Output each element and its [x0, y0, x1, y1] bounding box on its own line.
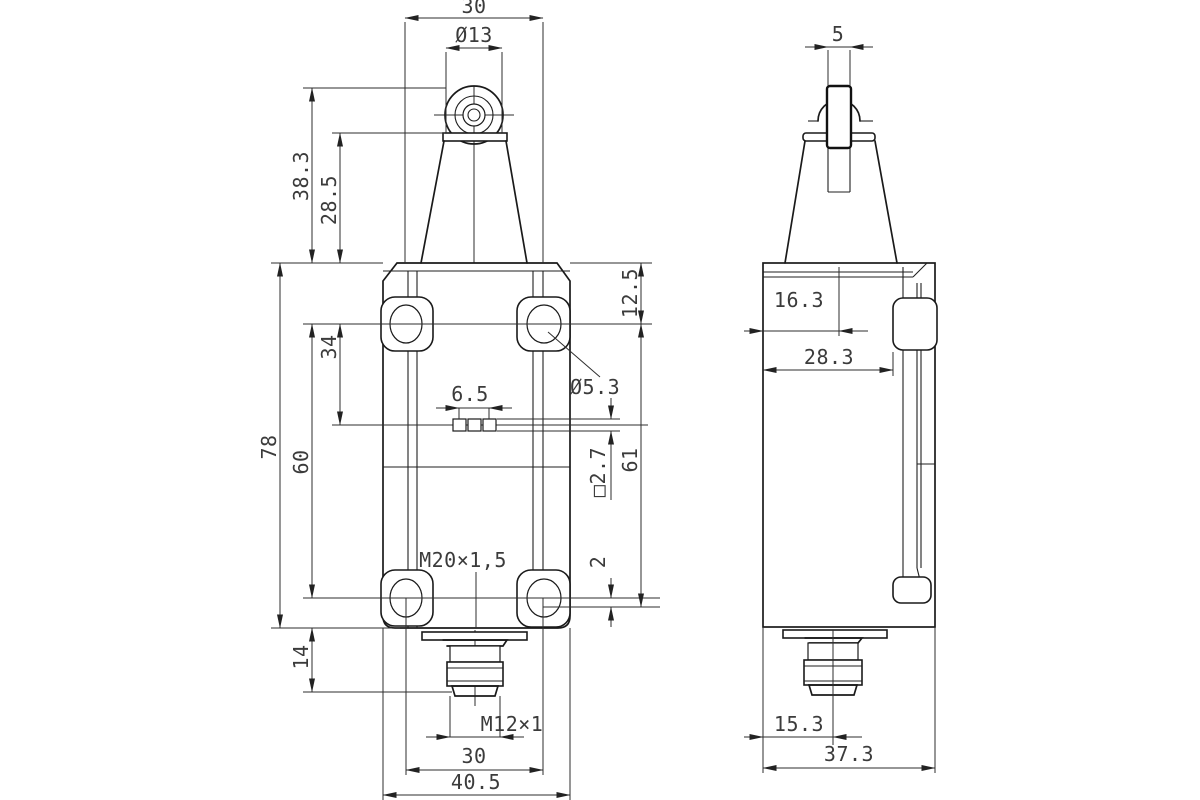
side-top-band-chamfer [912, 262, 928, 278]
dim-label-hole-spacing-horizontal: 30 [461, 744, 486, 768]
dim-label-mount-hole-diameter: Ø5.3 [570, 375, 620, 399]
dim-label-roller-width: 5 [832, 22, 845, 46]
side-dimension-lines [744, 44, 936, 771]
label-conduit-thread: M20×1,5 [419, 548, 507, 572]
dim-label-hole-to-cable-axis: 34 [317, 334, 341, 359]
head-right-side [505, 140, 528, 264]
dim-label-roller-top-height: 38.3 [289, 151, 313, 201]
dim-label-connector-axis-offset: 15.3 [774, 712, 824, 736]
dim-label-roller-diameter: Ø13 [455, 23, 493, 47]
side-view: 5 16.3 28.3 15.3 37.3 [744, 22, 938, 773]
side-connector-flange [782, 629, 888, 639]
head-ledge [442, 132, 508, 142]
front-extension-lines [271, 22, 660, 800]
side-clamp-bottom [892, 576, 932, 604]
side-roller-edge [825, 84, 853, 150]
side-extension-lines [762, 50, 936, 773]
dim-label-cable-slot-width: 6.5 [451, 382, 489, 406]
dim-label-hole-axis-span: 61 [618, 447, 642, 472]
cable-square-1 [452, 418, 467, 432]
roller-axle-bore [467, 108, 481, 122]
cable-square-3 [482, 418, 497, 432]
side-body-outline [762, 262, 936, 628]
connector-tip [450, 685, 500, 697]
side-connector-tip [807, 684, 859, 696]
dim-label-top-hole-offset: 12.5 [618, 268, 642, 318]
connector-neck [449, 645, 501, 663]
front-view: 30 Ø13 38.3 28.5 78 60 34 14 6.5 Ø5.3 □2… [257, 0, 660, 800]
cable-square-2 [467, 418, 482, 432]
connector-barrel [446, 661, 504, 687]
dim-label-head-width: 30 [461, 0, 486, 18]
connector-flange [421, 631, 528, 641]
head-left-side [420, 140, 445, 264]
front-dimension-lines [277, 15, 644, 798]
dim-label-bottom-extension: 14 [289, 644, 313, 669]
dim-label-cable-square: □2.7 [586, 447, 610, 497]
dim-label-plunger-axis-offset: 16.3 [774, 288, 824, 312]
dim-label-body-width: 40.5 [451, 770, 501, 794]
dim-label-head-depth: 28.3 [804, 345, 854, 369]
dim-label-body-height: 78 [257, 434, 281, 459]
dim-label-body-depth: 37.3 [824, 742, 874, 766]
dim-label-bottom-hole-offset: 2 [586, 556, 610, 569]
roller-outer [444, 85, 504, 145]
side-clamp-top [892, 297, 938, 351]
label-connector-thread: M12×1 [481, 712, 544, 736]
dim-label-head-height: 28.5 [317, 175, 341, 225]
side-head-right [874, 140, 898, 264]
side-head-left [784, 140, 806, 264]
dim-label-hole-spacing-vertical: 60 [289, 449, 313, 474]
roller-axle [462, 103, 486, 127]
